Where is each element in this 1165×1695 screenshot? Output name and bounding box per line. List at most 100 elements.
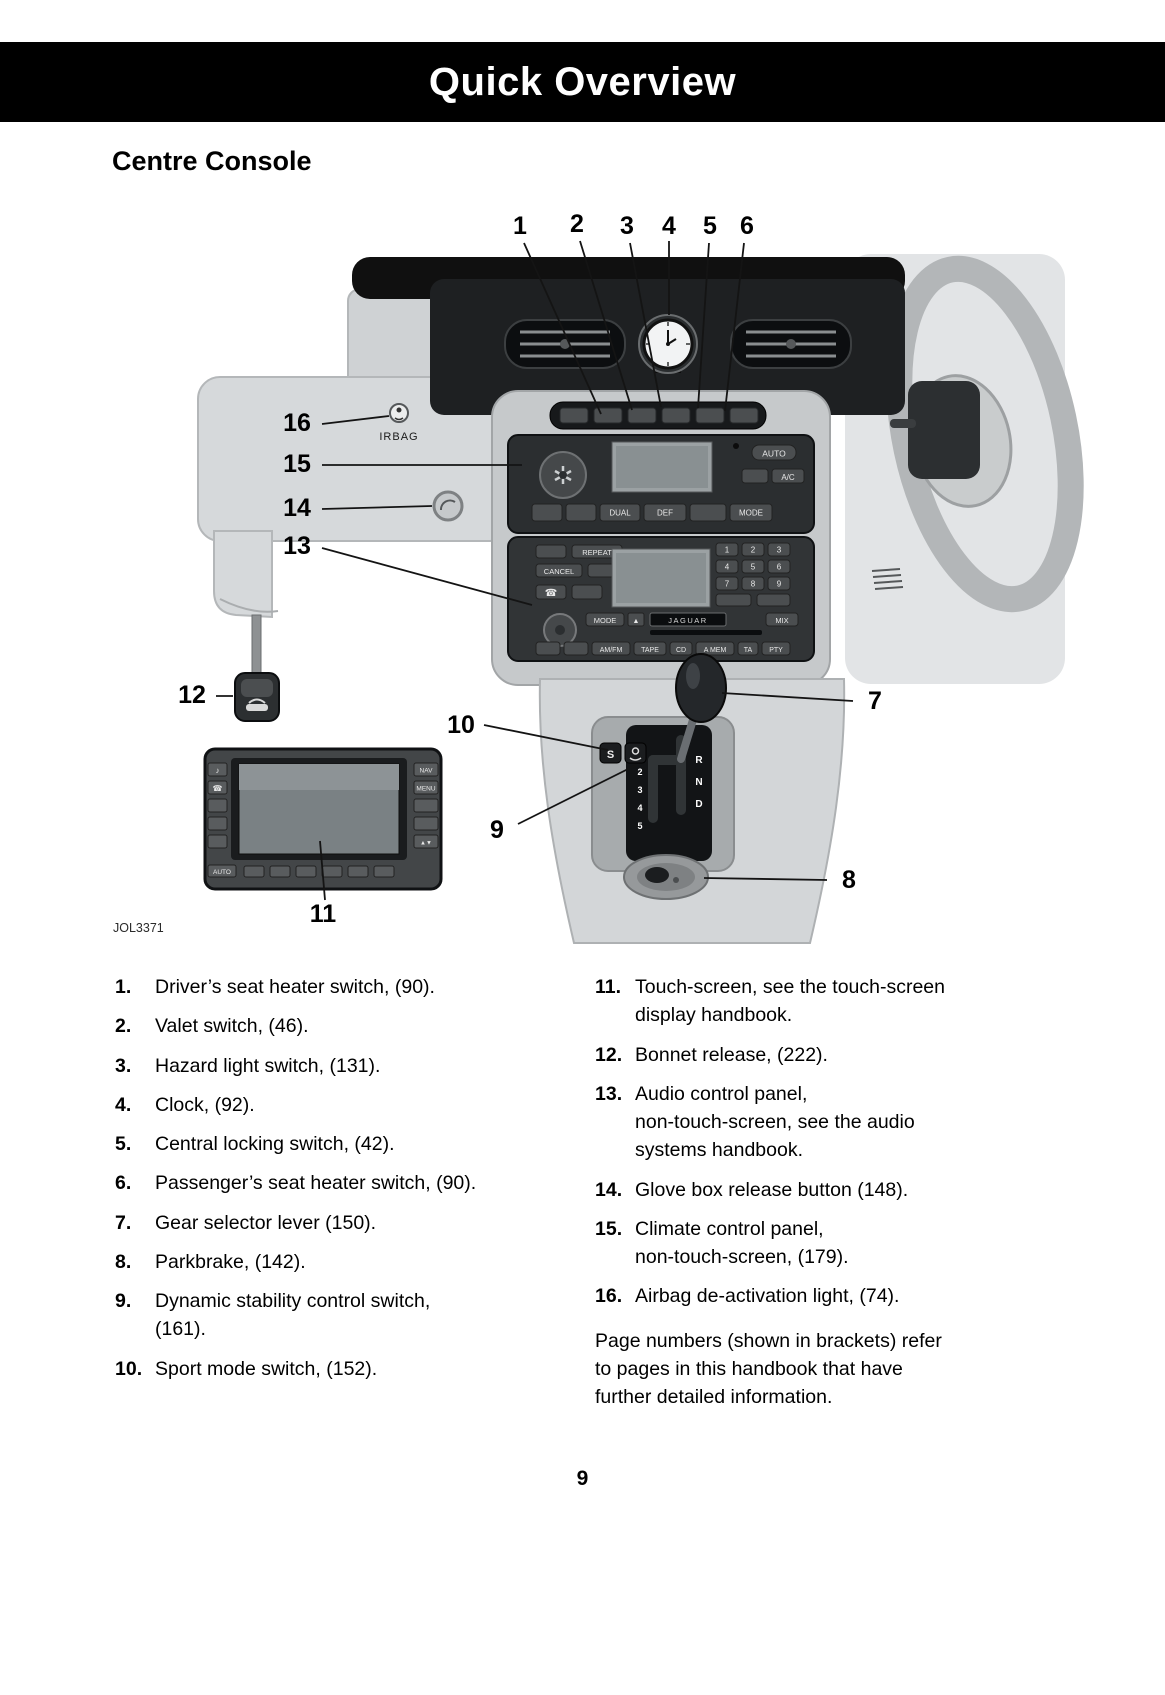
ta-label: TA bbox=[744, 647, 753, 654]
legend-item-number: 8. bbox=[115, 1250, 132, 1273]
pty-label: PTY bbox=[769, 647, 783, 654]
legend-item: 12. Bonnet release, (222). bbox=[595, 1041, 1045, 1069]
gate-letter-r: R bbox=[695, 755, 703, 766]
legend-item-text: Glove box release button (148). bbox=[635, 1178, 909, 1201]
ac-button bbox=[771, 468, 805, 484]
legend-item-text: Passenger’s seat heater switch, (90). bbox=[155, 1172, 477, 1195]
figure-caption: JOL3371 bbox=[113, 921, 164, 935]
left-air-vent bbox=[504, 319, 626, 369]
legend-item: 10. Sport mode switch, (152). bbox=[115, 1355, 550, 1383]
legend-item: 16. Airbag de-activation light, (74). bbox=[595, 1282, 1045, 1310]
legend-column-left: 1. Driver’s seat heater switch, (90). 2.… bbox=[115, 973, 550, 1411]
legend-item-number: 10. bbox=[115, 1357, 143, 1380]
callout-16: 16 bbox=[283, 409, 311, 437]
amfm-label: AM/FM bbox=[600, 647, 623, 654]
legend-item-text: non-touch-screen, see the audio bbox=[635, 1111, 915, 1134]
brand-label: JAGUAR bbox=[668, 616, 707, 625]
updown-icon: ▲▼ bbox=[420, 841, 432, 847]
side-grille bbox=[871, 568, 904, 590]
repeat-button-label: REPEAT bbox=[582, 548, 612, 557]
legend-item-text: Parkbrake, (142). bbox=[155, 1250, 306, 1273]
callout-7: 7 bbox=[868, 687, 882, 715]
legend-item: 8. Parkbrake, (142). bbox=[115, 1248, 550, 1276]
legend-item-number: 1. bbox=[115, 976, 132, 998]
keypad: 1 2 3 4 5 6 7 8 9 bbox=[715, 542, 791, 607]
page-numbers-note: Page numbers (shown in brackets) refer t… bbox=[595, 1327, 1045, 1412]
legend-item: 5. Central locking switch, (42). bbox=[115, 1130, 550, 1158]
callout-9: 9 bbox=[490, 816, 504, 844]
dual-button-label: DUAL bbox=[609, 509, 631, 518]
keypad-1: 1 bbox=[725, 546, 730, 555]
audio-control-panel: REPEAT CANCEL ☎ 1 bbox=[507, 536, 815, 662]
callout-11: 11 bbox=[309, 900, 337, 928]
page-header: Quick Overview bbox=[0, 42, 1165, 122]
callout-1: 1 bbox=[513, 212, 527, 240]
gate-letter-n: N bbox=[695, 777, 702, 788]
callout-3: 3 bbox=[620, 212, 634, 240]
legend-item-text: Touch-screen, see the touch-screen bbox=[635, 976, 946, 998]
legend: 1. Driver’s seat heater switch, (90). 2.… bbox=[0, 973, 1165, 1411]
auto-button bbox=[751, 444, 797, 461]
legend-item: 6. Passenger’s seat heater switch, (90). bbox=[115, 1169, 550, 1197]
console-illustration: AUTO A/C DUAL DEF MODE REPEAT CANCEL ☎ bbox=[113, 240, 1084, 944]
gate-digit-4: 4 bbox=[637, 803, 642, 813]
legend-item-number: 5. bbox=[115, 1133, 132, 1156]
legend-item: 2. Valet switch, (46). bbox=[115, 1012, 550, 1040]
legend-item-text: Gear selector lever (150). bbox=[155, 1211, 377, 1234]
nav-button-label: NAV bbox=[420, 768, 434, 775]
cancel-button-label: CANCEL bbox=[544, 567, 574, 576]
legend-item-text: display handbook. bbox=[635, 1004, 793, 1027]
legend-item-text: Hazard light switch, (131). bbox=[155, 1054, 381, 1077]
cassette-slot bbox=[650, 630, 762, 635]
legend-item-text: Bonnet release, (222). bbox=[635, 1043, 828, 1066]
seat-heat-button bbox=[741, 468, 769, 484]
legend-item: 4. Clock, (92). bbox=[115, 1091, 550, 1119]
right-air-vent bbox=[730, 319, 852, 369]
nav-phone-icon: ☎ bbox=[213, 784, 223, 793]
legend-item-text: Dynamic stability control switch, bbox=[155, 1290, 431, 1313]
keypad-6: 6 bbox=[777, 563, 782, 572]
bonnet-release-lever bbox=[234, 614, 280, 722]
mix-button-label: MIX bbox=[775, 616, 788, 625]
leader-lines bbox=[216, 240, 854, 901]
tape-label: TAPE bbox=[641, 647, 659, 654]
keypad-5: 5 bbox=[751, 563, 756, 572]
mode-button-label: MODE bbox=[739, 509, 763, 518]
legend-item-number: 13. bbox=[595, 1082, 623, 1105]
callout-5: 5 bbox=[703, 212, 717, 240]
audio-mode-label: MODE bbox=[594, 616, 617, 625]
legend-item-text: Audio control panel, bbox=[635, 1082, 808, 1105]
keypad-8: 8 bbox=[751, 580, 756, 589]
legend-item: 15. Climate control panel, non-touch-scr… bbox=[595, 1215, 1045, 1272]
legend-item: 11. Touch-screen, see the touch-screen d… bbox=[595, 973, 1045, 1030]
gate-letter-d: D bbox=[695, 799, 702, 810]
left-dash-panels bbox=[197, 288, 513, 619]
airbag-deactivation-light: IRBAG bbox=[379, 403, 418, 443]
legend-item-text: Sport mode switch, (152). bbox=[155, 1357, 378, 1380]
legend-item-number: 11. bbox=[595, 976, 622, 998]
sport-mode-label: S bbox=[607, 749, 614, 761]
legend-item-text: Airbag de-activation light, (74). bbox=[635, 1285, 900, 1308]
legend-item: 7. Gear selector lever (150). bbox=[115, 1209, 550, 1237]
irbag-label: IRBAG bbox=[379, 431, 418, 443]
legend-item-text: Climate control panel, bbox=[635, 1217, 824, 1240]
legend-item-text: systems handbook. bbox=[635, 1139, 804, 1162]
brand-plate bbox=[649, 612, 727, 627]
legend-item-text: Central locking switch, (42). bbox=[155, 1133, 395, 1156]
callout-6: 6 bbox=[740, 212, 754, 240]
legend-item-text: non-touch-screen, (179). bbox=[635, 1246, 849, 1269]
legend-item-number: 15. bbox=[595, 1217, 623, 1240]
legend-item: 1. Driver’s seat heater switch, (90). bbox=[115, 973, 550, 1001]
music-icon: ♪ bbox=[216, 766, 220, 775]
callout-2: 2 bbox=[570, 210, 584, 238]
legend-item: 3. Hazard light switch, (131). bbox=[115, 1052, 550, 1080]
legend-item-text: (161). bbox=[155, 1318, 206, 1341]
keypad-4: 4 bbox=[725, 563, 730, 572]
legend-item-number: 6. bbox=[115, 1172, 132, 1195]
menu-button-label: MENU bbox=[416, 786, 435, 793]
callout-8: 8 bbox=[842, 866, 856, 894]
legend-item: 14. Glove box release button (148). bbox=[595, 1176, 1045, 1204]
def-button-label: DEF bbox=[657, 509, 673, 518]
callout-14: 14 bbox=[283, 494, 311, 522]
legend-item-number: 12. bbox=[595, 1043, 623, 1066]
